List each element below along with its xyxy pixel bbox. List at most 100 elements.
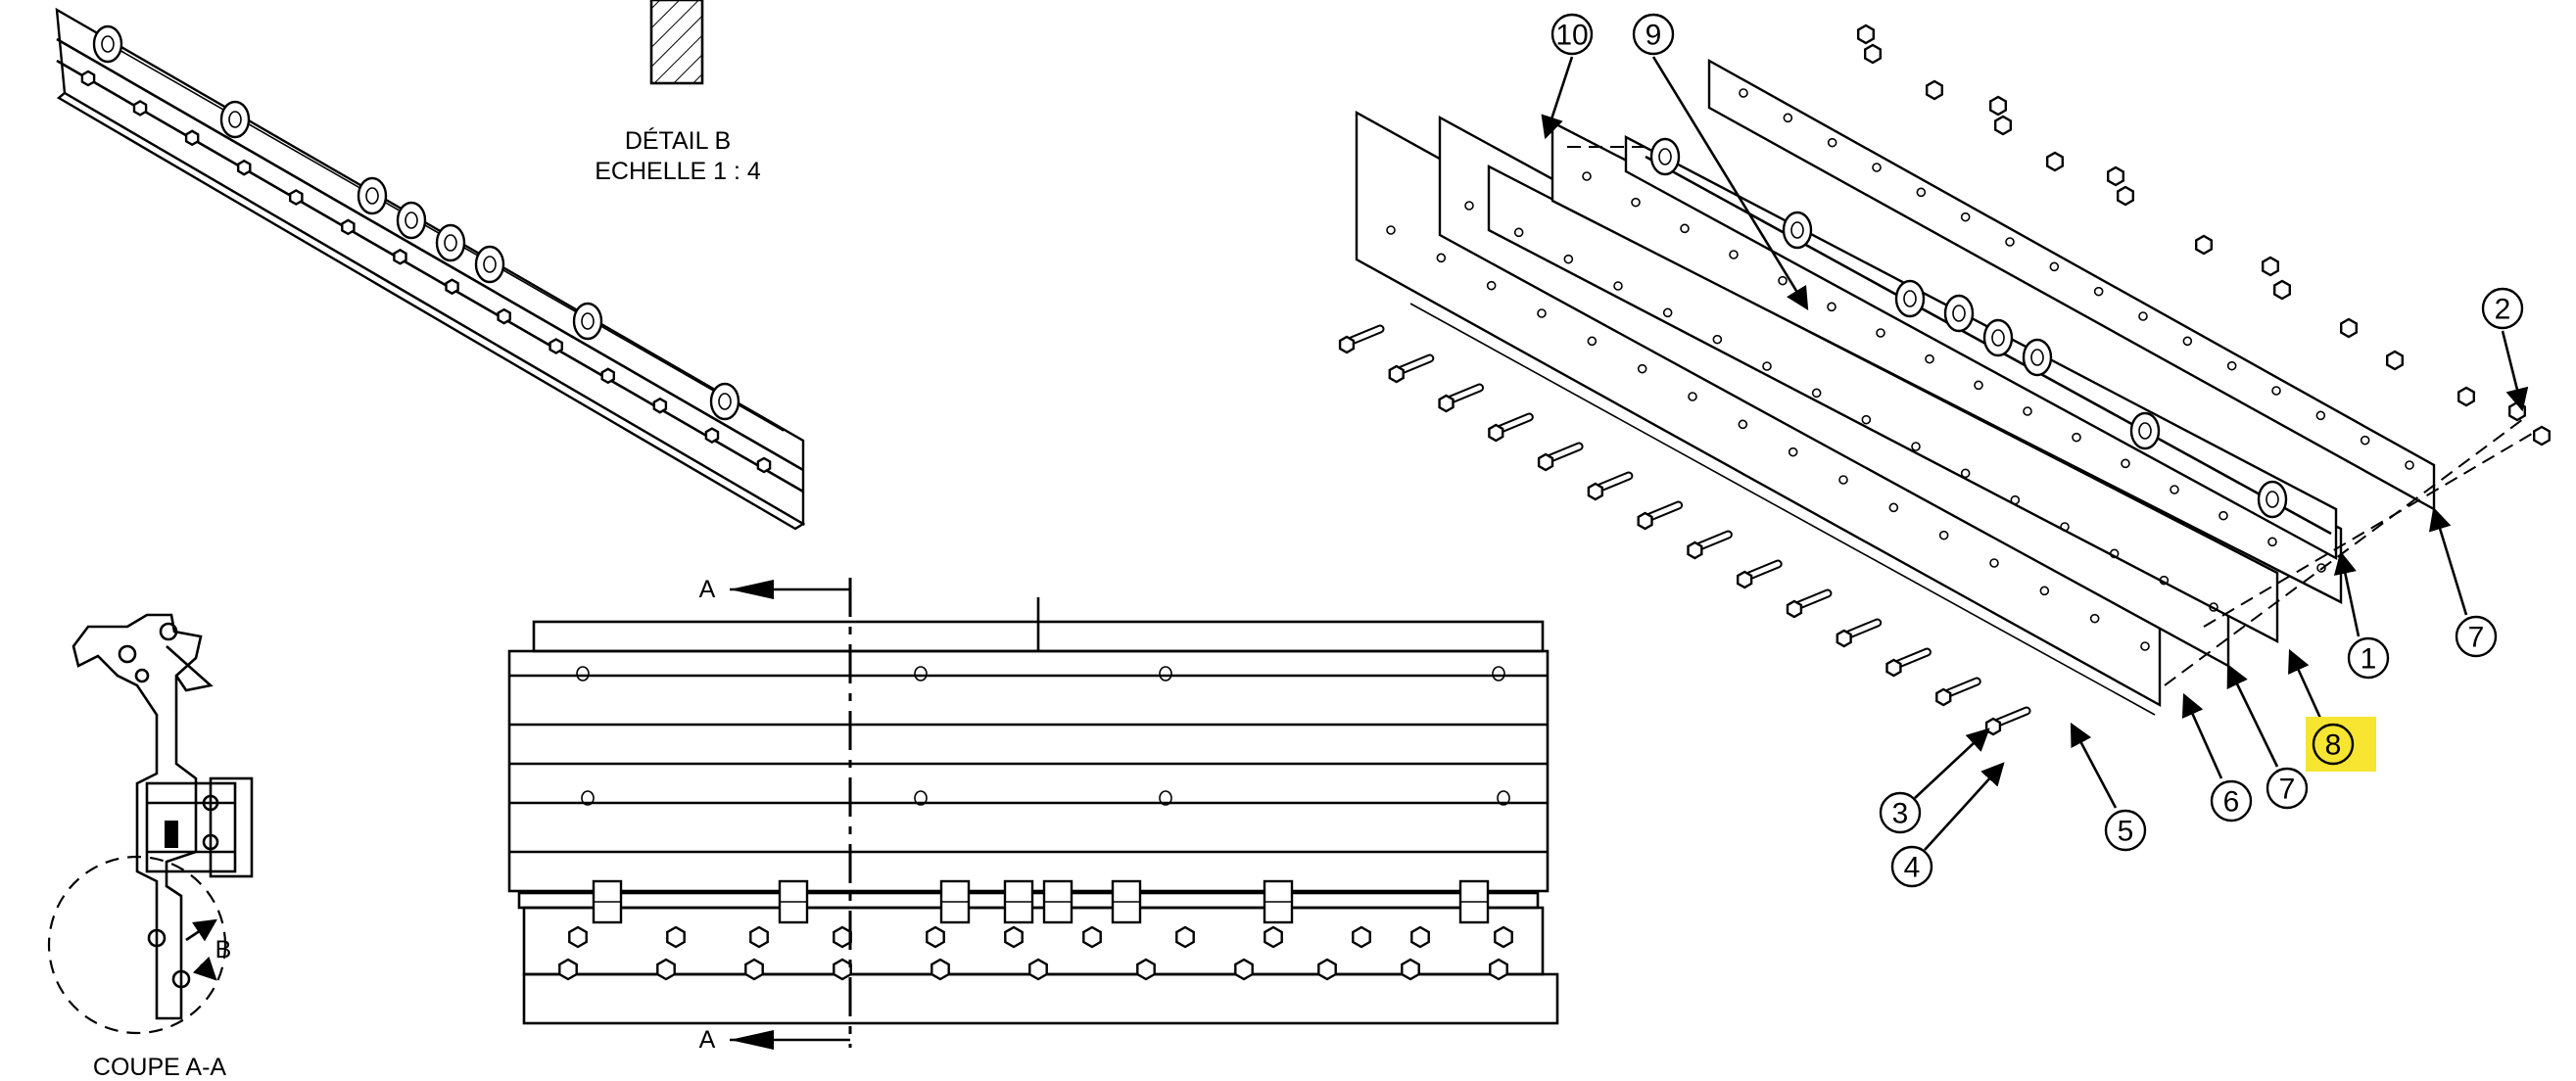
hex-nut bbox=[1028, 958, 1048, 981]
bolt bbox=[1488, 412, 1534, 443]
hole bbox=[2089, 613, 2100, 624]
hinge-block bbox=[1003, 879, 1034, 924]
balloon-4: 4 bbox=[1890, 845, 1933, 888]
hole bbox=[1613, 281, 1623, 291]
hole bbox=[1738, 419, 1748, 430]
hex-nut bbox=[2457, 386, 2476, 407]
hole bbox=[1960, 468, 1971, 479]
hole bbox=[1631, 197, 1641, 208]
bolt bbox=[1984, 706, 2031, 736]
hex-nut bbox=[1410, 925, 1430, 949]
balloon-10: 10 bbox=[1550, 13, 1594, 56]
hole bbox=[1739, 88, 1748, 98]
hole bbox=[1637, 363, 1647, 374]
hole bbox=[1497, 790, 1510, 806]
bolt-head bbox=[1786, 599, 1803, 619]
bolt-head bbox=[600, 367, 615, 385]
hinge-knuckle bbox=[1943, 294, 1975, 333]
bolt-head bbox=[445, 278, 459, 296]
bolt bbox=[1338, 324, 1385, 354]
hole bbox=[1974, 380, 1983, 391]
hole bbox=[2218, 510, 2228, 521]
hole bbox=[2271, 386, 2281, 396]
hex-nut bbox=[1489, 958, 1508, 981]
balloon-6: 6 bbox=[2210, 779, 2253, 822]
hinge-block bbox=[1263, 879, 1294, 924]
balloon-number: 4 bbox=[1904, 852, 1921, 884]
hinge-knuckle bbox=[1894, 279, 1926, 318]
balloon-8: 8 bbox=[2306, 717, 2376, 772]
hole bbox=[1662, 307, 1673, 318]
hex-nut bbox=[2272, 279, 2292, 301]
hole bbox=[1464, 201, 1474, 211]
hex-nut bbox=[1494, 925, 1513, 949]
bolt-head bbox=[1488, 423, 1504, 443]
bolt bbox=[1687, 530, 1733, 560]
balloon-number: 7 bbox=[2468, 622, 2485, 654]
bolt-head bbox=[1836, 629, 1852, 648]
hole bbox=[1436, 253, 1447, 263]
hex-nut bbox=[2045, 151, 2065, 172]
hinge-block bbox=[939, 879, 971, 924]
hex-nut bbox=[1856, 24, 1876, 45]
hex-nut bbox=[2339, 317, 2359, 339]
hole bbox=[1925, 353, 1934, 364]
bolt-head bbox=[549, 338, 563, 354]
bolt bbox=[1935, 677, 1981, 707]
hole bbox=[1762, 361, 1772, 371]
hole bbox=[2209, 602, 2218, 612]
hex-nut bbox=[1082, 925, 1102, 949]
hinge-knuckle bbox=[435, 223, 466, 262]
hinge-knuckle bbox=[1649, 137, 1681, 176]
hex-nut bbox=[2194, 234, 2214, 256]
hex-nut bbox=[2385, 350, 2405, 371]
hex-nut bbox=[744, 958, 764, 981]
hole bbox=[1386, 225, 1396, 235]
hex-nut bbox=[656, 958, 676, 981]
hole bbox=[1680, 223, 1690, 234]
hole bbox=[914, 666, 928, 682]
hole bbox=[1513, 227, 1524, 238]
bolt-head bbox=[1537, 452, 1554, 472]
balloon-leaders bbox=[1541, 56, 2529, 851]
hex-nut bbox=[2507, 400, 2527, 422]
hex-nut bbox=[666, 925, 686, 949]
bolt-head bbox=[652, 397, 668, 414]
balloon-number: 3 bbox=[1892, 798, 1909, 830]
hole bbox=[2023, 406, 2032, 416]
hole bbox=[2159, 575, 2170, 586]
hole bbox=[2182, 336, 2193, 347]
section-marker-b: B bbox=[215, 936, 232, 964]
hole bbox=[1159, 790, 1172, 806]
hinge-knuckle bbox=[396, 201, 427, 240]
hex-nut bbox=[926, 925, 945, 949]
bolt bbox=[1637, 500, 1684, 531]
hinge-knuckle bbox=[92, 24, 123, 64]
bolt bbox=[1786, 588, 1833, 619]
balloon-7: 7 bbox=[2266, 767, 2309, 810]
hex-nut bbox=[1863, 43, 1883, 65]
hole bbox=[1486, 280, 1497, 291]
hex-nut bbox=[1401, 958, 1420, 981]
hole bbox=[2005, 237, 2015, 247]
hole bbox=[2060, 522, 2070, 532]
balloon-number: 5 bbox=[2118, 816, 2134, 848]
bolt bbox=[1537, 442, 1584, 472]
bolt bbox=[1587, 471, 1634, 501]
hole bbox=[1492, 666, 1505, 682]
balloon-9: 9 bbox=[1632, 13, 1675, 56]
hex-nut bbox=[833, 925, 852, 949]
hole bbox=[2315, 410, 2326, 421]
hex-nut bbox=[1925, 79, 1944, 101]
bolt-head bbox=[1984, 717, 2002, 736]
bolt-head bbox=[1338, 335, 1356, 354]
isometric-assembly-view-left bbox=[55, 7, 806, 531]
bolt bbox=[1438, 383, 1485, 413]
hole bbox=[2039, 586, 2050, 596]
hole bbox=[2405, 460, 2414, 470]
hole bbox=[2360, 435, 2370, 446]
bolt-head bbox=[80, 70, 96, 87]
hex-nut bbox=[1175, 925, 1195, 949]
bolt-head bbox=[1587, 482, 1604, 501]
